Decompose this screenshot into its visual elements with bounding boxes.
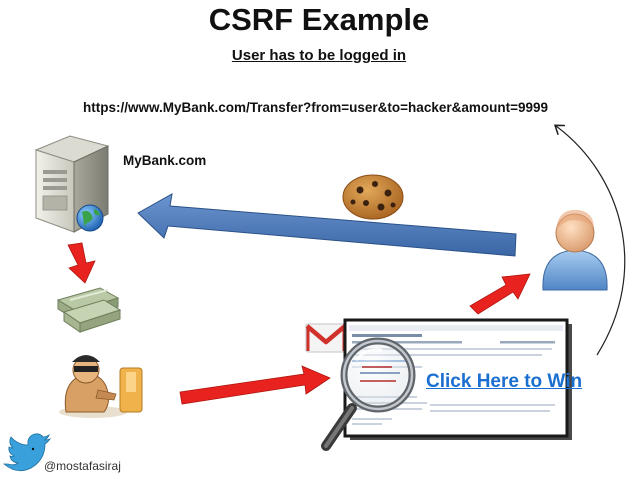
click-here-link[interactable]: Click Here to Win [426, 371, 583, 392]
malicious-url: https://www.MyBank.com/Transfer?from=use… [83, 100, 549, 115]
bank-label: MyBank.com [123, 153, 207, 168]
user-icon [542, 209, 608, 291]
twitter-handle: @mostafasiraj [44, 459, 121, 473]
money-stack-icon [56, 287, 122, 333]
curved-arrow [556, 126, 626, 356]
request-arrow [137, 193, 517, 257]
click-arrow [469, 273, 531, 315]
page-subtitle: User has to be logged in [231, 47, 407, 64]
phishing-arrow [179, 365, 331, 405]
globe-icon [76, 204, 104, 232]
page-title: CSRF Example [208, 2, 430, 37]
transfer-arrow [67, 242, 96, 284]
magnifier-icon [321, 337, 416, 451]
thief-icon [59, 355, 143, 418]
cookie-icon [342, 174, 404, 220]
gmail-icon [305, 323, 347, 353]
twitter-bird-icon [2, 433, 52, 472]
